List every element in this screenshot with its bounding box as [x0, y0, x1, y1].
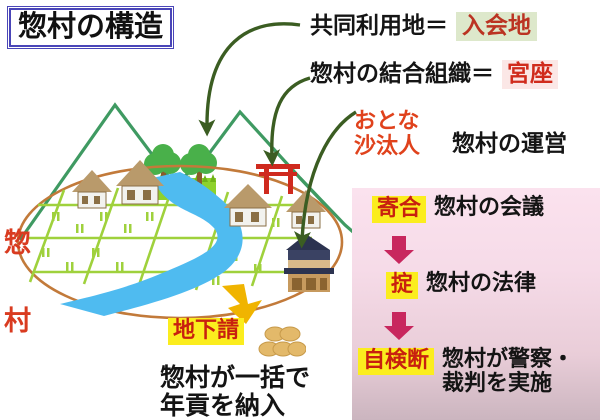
flow-desc-jikendan: 惣村が警察・ 裁判を実施 — [442, 348, 574, 396]
flow-arrow-down-icon — [384, 312, 414, 340]
jigeuke-tag: 地下請 — [168, 318, 245, 346]
village-label-char-1: 惣 — [4, 228, 31, 259]
flow-row-yoriai: 寄合 惣村の会議 — [372, 195, 545, 224]
village-management-label: 惣村の運営 — [452, 131, 567, 157]
river-icon — [60, 172, 243, 316]
association-term: 宮座 — [502, 60, 559, 89]
flow-desc-yoriai: 惣村の会議 — [434, 195, 545, 220]
jikendan-desc-line-2: 裁判を実施 — [442, 370, 553, 396]
flow-arrow-down-icon — [384, 236, 414, 264]
association-line: 惣村の結合組織＝ 宮座 — [310, 60, 559, 89]
farmhouse-icon — [224, 184, 272, 227]
jigeuke-desc-line-1: 惣村が一括で — [160, 363, 311, 392]
common-land-term: 入会地 — [456, 12, 538, 41]
jigeuke-desc-line-2: 年貢を納入 — [160, 390, 286, 420]
flow-tag-jikendan: 自検断 — [358, 348, 435, 376]
village-svg — [16, 102, 362, 320]
jikendan-desc-line-1: 惣村が警察・ — [442, 347, 575, 372]
page-title: 惣村の構造 — [6, 5, 175, 50]
flow-tag-okite: 掟 — [386, 272, 419, 300]
village-label-char-2: 村 — [4, 306, 31, 337]
tax-payment-arrow-icon — [222, 284, 262, 324]
village-hall-icon — [284, 234, 334, 292]
flow-row-jikendan: 自検断 惣村が警察・ 裁判を実施 — [358, 348, 574, 396]
governance-flow-panel — [352, 188, 600, 420]
otona-satanin-term: おとな 沙汰人 — [354, 109, 421, 159]
farmhouse-icon — [116, 160, 164, 205]
rice-bale-icon — [258, 326, 306, 357]
torii-gate-icon — [256, 164, 300, 194]
otona-line-1: おとな — [354, 109, 420, 134]
common-land-line: 共同利用地＝ 入会地 — [310, 12, 538, 41]
jigeuke-description: 惣村が一括で 年貢を納入 — [160, 364, 310, 419]
flow-tag-yoriai: 寄合 — [372, 196, 427, 224]
flow-desc-okite: 惣村の法律 — [426, 271, 537, 296]
otona-line-2: 沙汰人 — [354, 133, 421, 159]
flow-row-okite: 掟 惣村の法律 — [386, 271, 537, 300]
farmhouse-icon — [72, 170, 112, 209]
village-illustration: 惣 村 — [0, 60, 362, 335]
common-land-label: 共同利用地＝ — [310, 13, 448, 39]
farmhouse-icon — [286, 190, 326, 229]
association-label: 惣村の結合組織＝ — [310, 61, 494, 87]
